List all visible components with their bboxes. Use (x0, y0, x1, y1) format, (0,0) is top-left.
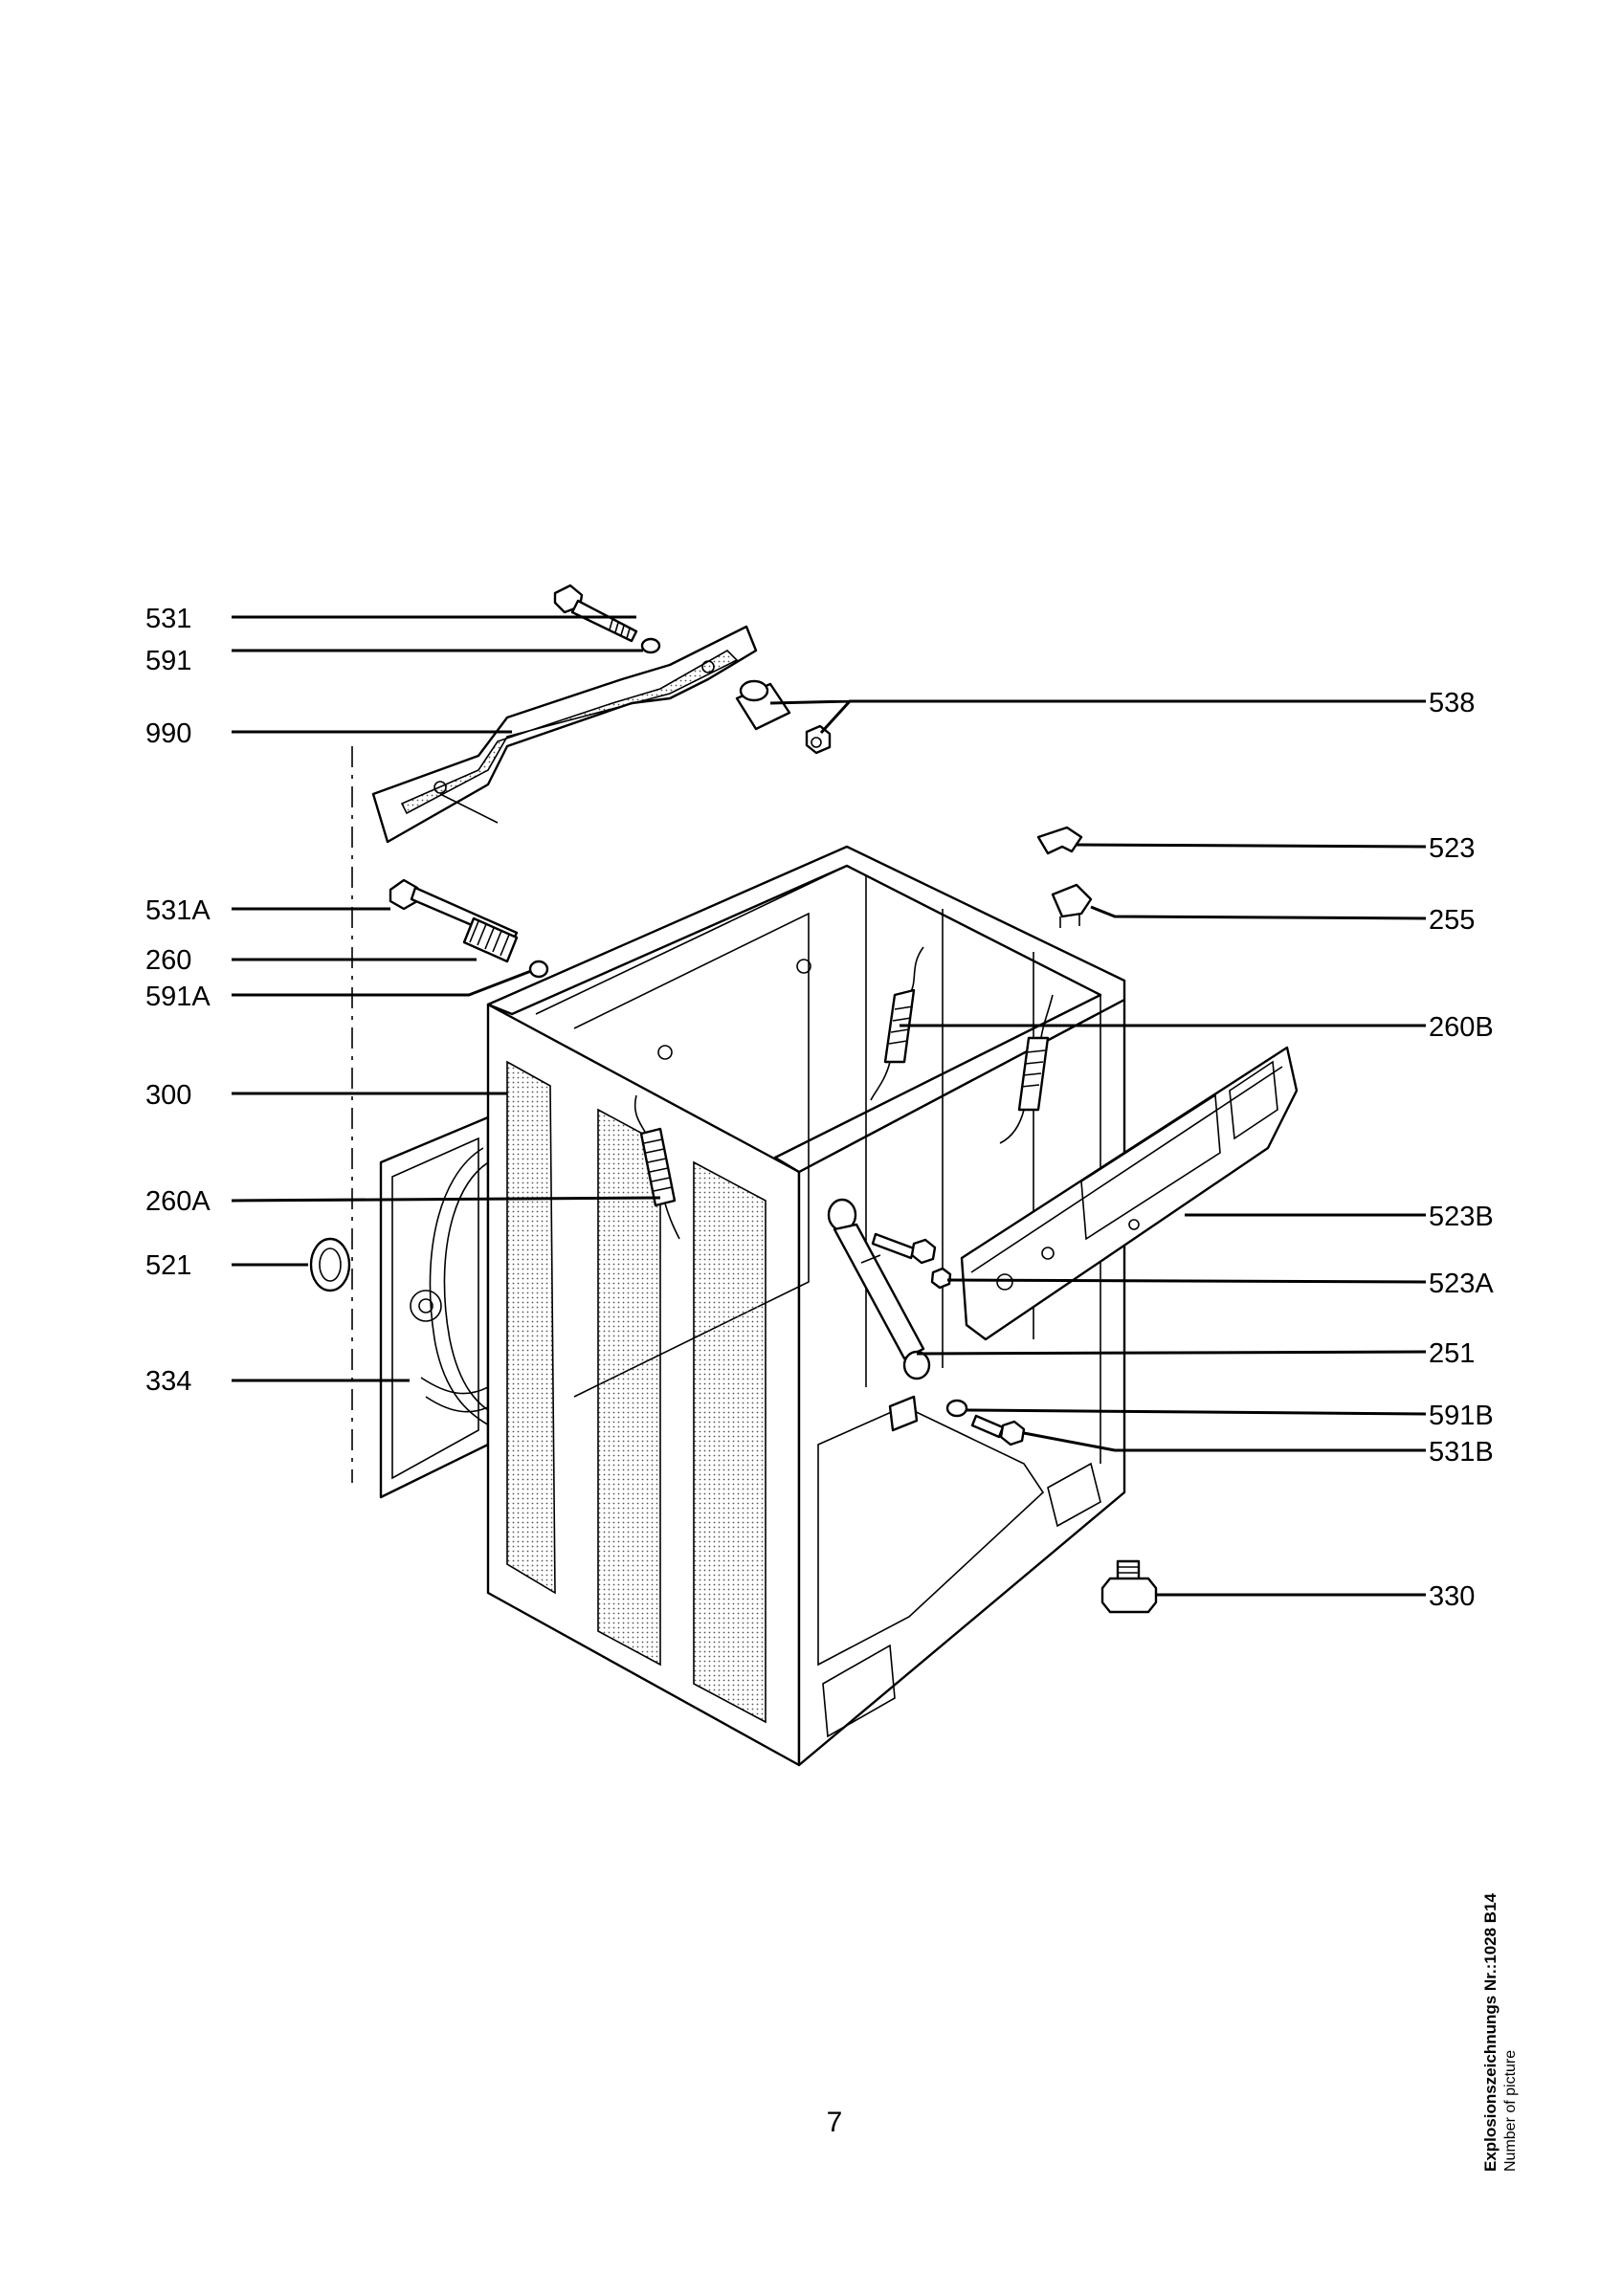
washer-591B (945, 1399, 968, 1418)
ring-521 (309, 1237, 351, 1292)
bolt-531B (970, 1414, 1026, 1446)
damper-251 (827, 1198, 937, 1380)
cabinet-300 (486, 845, 1126, 1767)
drawing-reference: Explosionszeichnungs Nr.:1028 B14 Number… (1481, 1875, 1539, 2172)
callout-330: 330 (1429, 1581, 1475, 1612)
callout-591A: 591A (145, 982, 211, 1012)
callout-255: 255 (1429, 905, 1475, 936)
panel-left (506, 1060, 556, 1595)
callout-300: 300 (145, 1080, 191, 1111)
nut-523A (930, 1267, 952, 1290)
washer-591 (640, 637, 661, 654)
leader-lines (231, 615, 1427, 1597)
foot-330 (1100, 1559, 1158, 1614)
spring-260 (462, 916, 519, 963)
panel-center (597, 1108, 661, 1667)
mount-bracket (888, 1395, 919, 1432)
callout-531: 531 (145, 604, 191, 634)
page-number: 7 (826, 2107, 843, 2138)
spring-260A (633, 1094, 680, 1240)
callout-591: 591 (145, 646, 191, 676)
bracket-255 (1051, 883, 1093, 928)
drawing-number: Explosionszeichnungs Nr.:1028 B14 (1481, 1893, 1500, 2172)
callout-260A: 260A (145, 1186, 211, 1217)
callout-260B: 260B (1429, 1012, 1494, 1043)
seal-334 (379, 1115, 499, 1499)
callout-521: 521 (145, 1250, 191, 1281)
callout-531A: 531A (145, 895, 211, 926)
callout-538: 538 (1429, 688, 1475, 718)
clip-523 (1036, 826, 1083, 855)
callout-523A: 523A (1429, 1269, 1494, 1299)
callout-523: 523 (1429, 833, 1475, 864)
callout-334: 334 (145, 1366, 191, 1397)
callout-531B: 531B (1429, 1437, 1494, 1468)
washer-591A (528, 960, 549, 979)
bolt-531 (553, 584, 638, 643)
panel-right (693, 1160, 767, 1724)
callout-591B: 591B (1429, 1401, 1494, 1431)
bushing-538 (735, 679, 832, 755)
rail-523B (960, 1046, 1299, 1341)
drawing-number-caption: Number of picture (1502, 2049, 1519, 2172)
callout-523B: 523B (1429, 1202, 1494, 1232)
callout-990: 990 (145, 718, 191, 749)
callout-251: 251 (1429, 1338, 1475, 1369)
callout-260: 260 (145, 945, 191, 976)
cross-member-990 (371, 625, 758, 844)
